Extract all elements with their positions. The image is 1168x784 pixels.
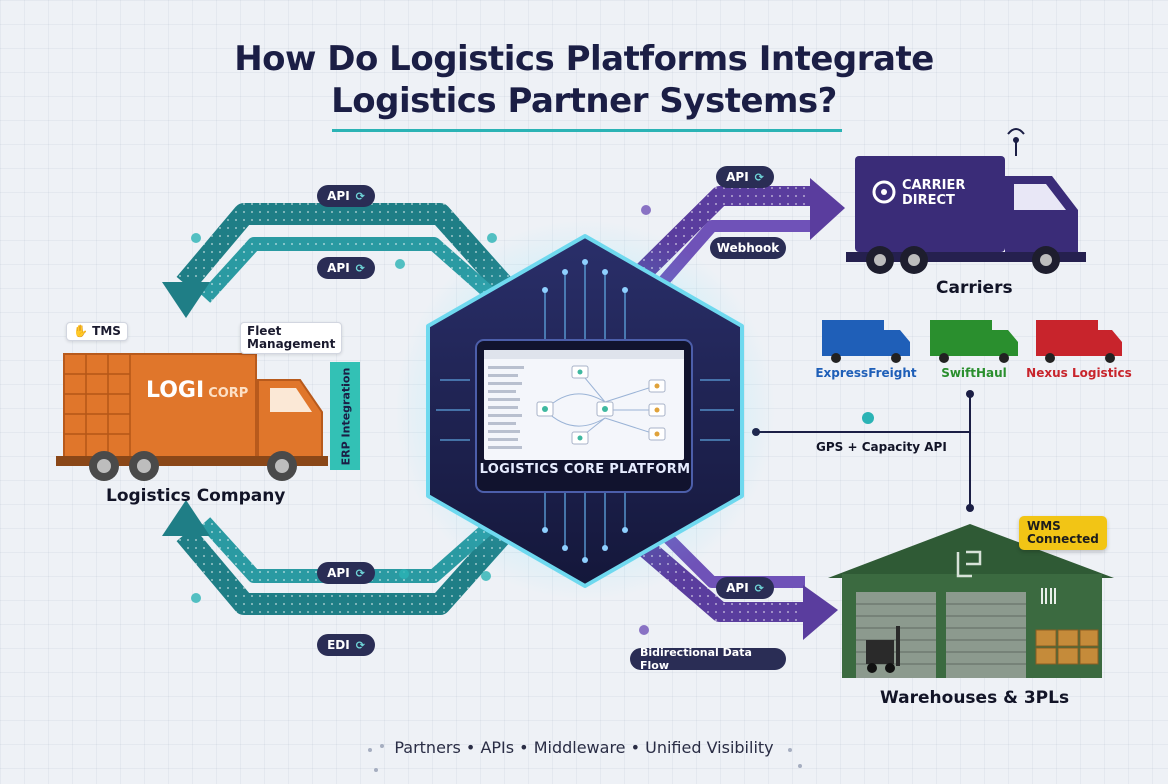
title-underline	[332, 129, 842, 132]
carrier-truck-brand-line1: CARRIER	[902, 178, 966, 193]
brand-nexus-logistics: Nexus Logistics	[1026, 366, 1132, 380]
brand-truck-nexus	[1036, 320, 1122, 363]
carrier-truck-brand-line2: DIRECT	[902, 193, 955, 208]
core-platform-label: LOGISTICS CORE PLATFORM	[479, 462, 691, 477]
fleet-management-tag: Fleet Management	[240, 322, 343, 354]
erp-bar	[330, 362, 360, 470]
bidirectional-pill: Bidirectional Data Flow	[630, 646, 786, 672]
api-pill-bottom: API ⟳	[317, 562, 375, 584]
dashboard-display	[484, 350, 684, 460]
title-line-2: Logistics Partner Systems?	[331, 81, 837, 121]
webhook-pill: Webhook	[710, 237, 786, 259]
edi-pill: EDI ⟳	[317, 634, 375, 656]
api-pill-carrier: API ⟳	[716, 166, 774, 188]
handshake-icons	[191, 233, 497, 603]
sync-icon: ⟳	[754, 581, 764, 595]
barcode-icon	[1041, 588, 1056, 604]
warehouse	[828, 524, 1114, 678]
purple-arrowhead-warehouses	[803, 585, 838, 640]
sync-icon: ⟳	[355, 638, 365, 652]
warehouses-label: Warehouses & 3PLs	[880, 688, 1070, 708]
teal-arrowhead-top	[162, 282, 210, 318]
sync-icon: ⟳	[754, 170, 764, 184]
company-truck	[56, 353, 360, 481]
api-pill-top-1: API ⟳	[317, 185, 375, 207]
api-pill-warehouse-label: API	[726, 581, 749, 595]
core-platform	[395, 220, 775, 600]
sync-icon: ⟳	[355, 261, 365, 275]
carrier-truck-brand: CARRIER DIRECT	[874, 178, 965, 208]
company-label: Logistics Company	[106, 486, 286, 506]
company-truck-brand-main: LOGI	[146, 378, 205, 403]
warehouse-logo-icon	[956, 550, 982, 578]
page-title: How Do Logistics Platforms Integrate Log…	[0, 38, 1168, 122]
api-pill-top-1-label: API	[327, 189, 350, 203]
api-pill-carrier-label: API	[726, 170, 749, 184]
teal-arrowhead-bottom	[162, 500, 210, 536]
api-pill-top-2: API ⟳	[317, 257, 375, 279]
brand-expressfreight: ExpressFreight	[815, 366, 917, 380]
wms-connected-badge: WMS Connected	[1019, 516, 1107, 550]
location-pin-icon	[872, 180, 896, 204]
api-pill-top-2-label: API	[327, 261, 350, 275]
edi-pill-label: EDI	[327, 638, 350, 652]
erp-integration-label: ERP Integration	[339, 367, 353, 465]
gps-capacity-label: GPS + Capacity API	[816, 440, 947, 454]
gps-handshake-icon	[862, 412, 874, 424]
tms-tag: ✋ TMS	[66, 322, 128, 341]
footer-dots	[368, 744, 802, 772]
carriers-label: Carriers	[936, 278, 1013, 298]
brand-truck-expressfreight	[822, 320, 910, 363]
sync-icon: ⟳	[355, 566, 365, 580]
footer-tagline: Partners • APIs • Middleware • Unified V…	[394, 738, 774, 757]
purple-arrowhead-carriers	[810, 178, 845, 240]
title-line-1: How Do Logistics Platforms Integrate	[234, 39, 934, 79]
handshake-icon: ✋	[73, 324, 88, 338]
carrier-truck	[846, 128, 1086, 274]
api-pill-bottom-label: API	[327, 566, 350, 580]
brand-swifthaul: SwiftHaul	[941, 366, 1007, 380]
bidirectional-pill-label: Bidirectional Data Flow	[640, 646, 752, 672]
erp-integration-tag: ERP Integration	[334, 366, 358, 466]
api-pill-warehouse: API ⟳	[716, 577, 774, 599]
sync-icon: ⟳	[355, 189, 365, 203]
tms-tag-label: TMS	[92, 324, 121, 338]
company-truck-brand-suffix: CORP	[208, 386, 249, 401]
brand-truck-swifthaul	[930, 320, 1018, 363]
forklift-icon	[866, 626, 900, 673]
webhook-pill-label: Webhook	[716, 241, 780, 255]
